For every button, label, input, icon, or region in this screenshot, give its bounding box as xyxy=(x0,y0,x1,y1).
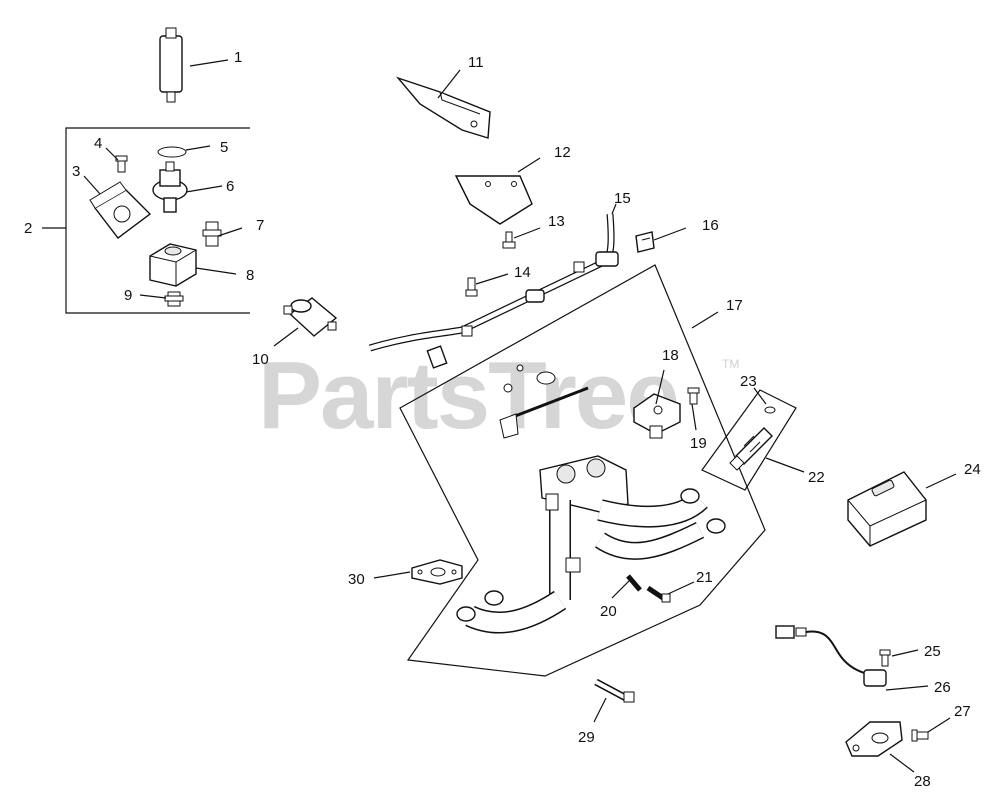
callout-26: 26 xyxy=(934,679,951,696)
part-gasket[interactable] xyxy=(411,559,463,585)
part-bracket-plate-11[interactable] xyxy=(395,76,491,139)
callout-3: 3 xyxy=(72,163,80,180)
callout-4: 4 xyxy=(94,135,102,152)
callout-16: 16 xyxy=(702,217,719,234)
callout-9: 9 xyxy=(124,287,132,304)
part-pressure-regulator[interactable] xyxy=(152,161,188,213)
callout-27: 27 xyxy=(954,703,971,720)
part-screw-19[interactable] xyxy=(687,387,700,405)
part-screw-14[interactable] xyxy=(465,277,478,297)
part-throttle-shaft[interactable] xyxy=(499,364,589,439)
callout-29: 29 xyxy=(578,729,595,746)
callout-7: 7 xyxy=(256,217,264,234)
part-stud[interactable] xyxy=(626,574,642,592)
part-clip[interactable] xyxy=(635,231,655,253)
watermark-trademark: TM xyxy=(722,357,739,371)
part-throttle-body[interactable] xyxy=(633,393,681,439)
callout-13: 13 xyxy=(548,213,565,230)
part-fuel-pump[interactable] xyxy=(159,27,183,103)
part-screw-4[interactable] xyxy=(115,155,128,173)
part-fitting-9[interactable] xyxy=(164,291,184,307)
manifold-group-outline xyxy=(399,264,766,677)
injector-group-outline xyxy=(701,389,797,491)
part-bolt-21[interactable] xyxy=(646,585,671,603)
part-fitting-7[interactable] xyxy=(202,221,222,247)
part-sensor[interactable] xyxy=(775,625,887,687)
callout-25: 25 xyxy=(924,643,941,660)
group-bracket-2 xyxy=(65,127,250,314)
part-screw-25[interactable] xyxy=(879,649,891,667)
part-injector[interactable] xyxy=(729,427,773,471)
callout-28: 28 xyxy=(914,773,931,790)
callout-15: 15 xyxy=(614,190,631,207)
callout-24: 24 xyxy=(964,461,981,478)
part-seal[interactable] xyxy=(764,406,776,414)
callout-21: 21 xyxy=(696,569,713,586)
part-intake-manifold[interactable] xyxy=(456,455,726,634)
callout-labels: 1 2 3 4 5 6 7 8 9 10 11 12 13 14 15 16 1… xyxy=(24,49,981,790)
callout-18: 18 xyxy=(662,347,679,364)
leader-lines xyxy=(42,59,957,773)
part-shield[interactable] xyxy=(454,175,533,225)
callout-11: 11 xyxy=(468,54,484,71)
callout-23: 23 xyxy=(740,373,757,390)
callout-5: 5 xyxy=(220,139,228,156)
callout-10: 10 xyxy=(252,351,269,368)
part-fuel-filter[interactable] xyxy=(283,297,338,337)
part-screw-27[interactable] xyxy=(911,729,929,742)
part-bracket[interactable] xyxy=(89,181,152,239)
part-bolt-29[interactable] xyxy=(594,678,635,703)
callout-14: 14 xyxy=(514,264,531,281)
callout-12: 12 xyxy=(554,144,571,161)
part-fuel-rail[interactable] xyxy=(368,213,619,369)
part-ecu[interactable] xyxy=(847,471,927,547)
part-sensor-bracket[interactable] xyxy=(845,721,903,757)
callout-6: 6 xyxy=(226,178,234,195)
part-screw-13[interactable] xyxy=(502,231,516,249)
callout-1: 1 xyxy=(234,49,242,66)
callout-20: 20 xyxy=(600,603,617,620)
watermark-text: PartsTree xyxy=(258,342,678,449)
callout-17: 17 xyxy=(726,297,743,314)
callout-19: 19 xyxy=(690,435,707,452)
callout-30: 30 xyxy=(348,571,365,588)
part-o-ring[interactable] xyxy=(157,146,187,158)
part-housing-block[interactable] xyxy=(149,243,197,287)
callout-2: 2 xyxy=(24,220,32,237)
callout-8: 8 xyxy=(246,267,254,284)
callout-22: 22 xyxy=(808,469,825,486)
